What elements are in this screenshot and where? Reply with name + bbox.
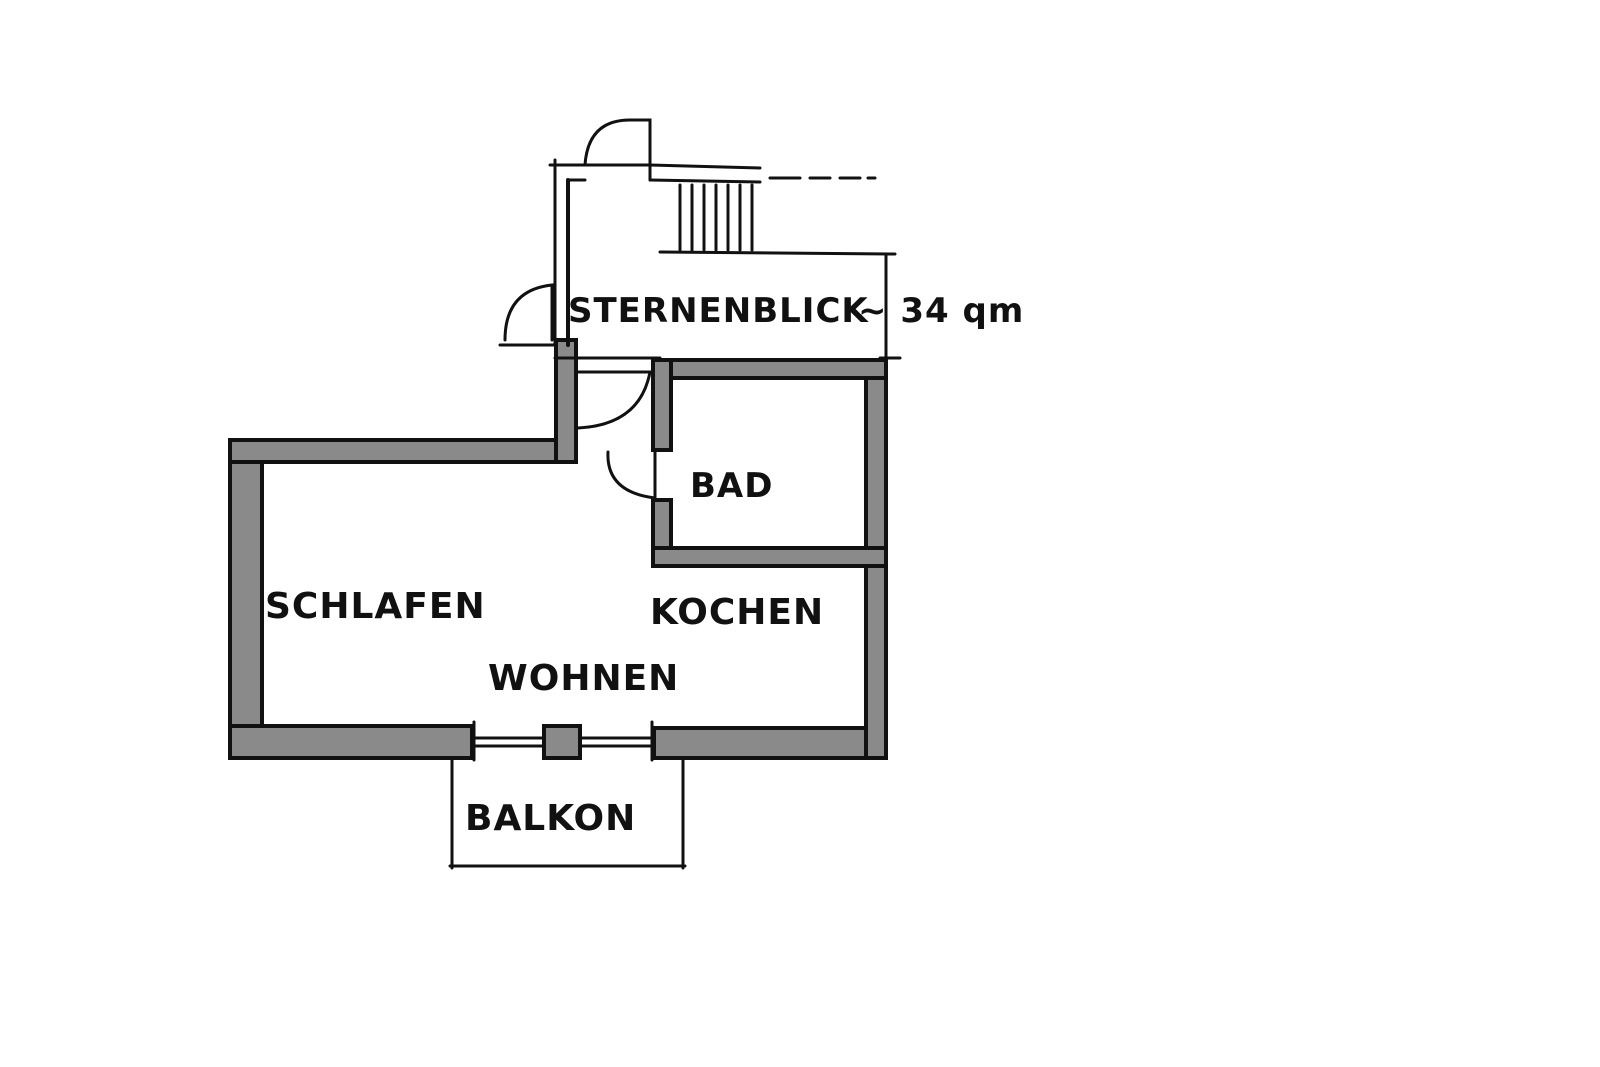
bath-wall-top (651, 358, 888, 380)
room-title-label: STERNENBLICK (568, 291, 869, 331)
balcony-outline (448, 720, 687, 870)
wall-bottom-left (228, 724, 474, 760)
stairs-icon (678, 183, 754, 252)
bath-wall-bottom (651, 546, 888, 568)
bathroom-walls (651, 358, 888, 568)
wall-bottom-right (652, 726, 888, 760)
wall-left (228, 438, 264, 760)
door-swing-bath (606, 450, 657, 500)
room-area-label: ~ 34 qm (858, 291, 1024, 331)
door-swing-hall (503, 283, 554, 342)
wall-top-left (228, 438, 577, 464)
sleep-label: SCHLAFEN (265, 586, 486, 627)
door-swings (503, 118, 657, 500)
entrance-lines (498, 158, 902, 364)
balcony-label: BALKON (465, 798, 636, 839)
living-label: WOHNEN (488, 658, 679, 699)
main-walls (228, 338, 888, 760)
kitchen-label: KOCHEN (650, 592, 824, 633)
door-swing-entrance (583, 118, 652, 167)
wall-bottom-pier (542, 724, 582, 760)
bath-wall-left-upper (651, 358, 673, 452)
door-swing-living (576, 370, 652, 430)
bath-label: BAD (690, 466, 773, 506)
